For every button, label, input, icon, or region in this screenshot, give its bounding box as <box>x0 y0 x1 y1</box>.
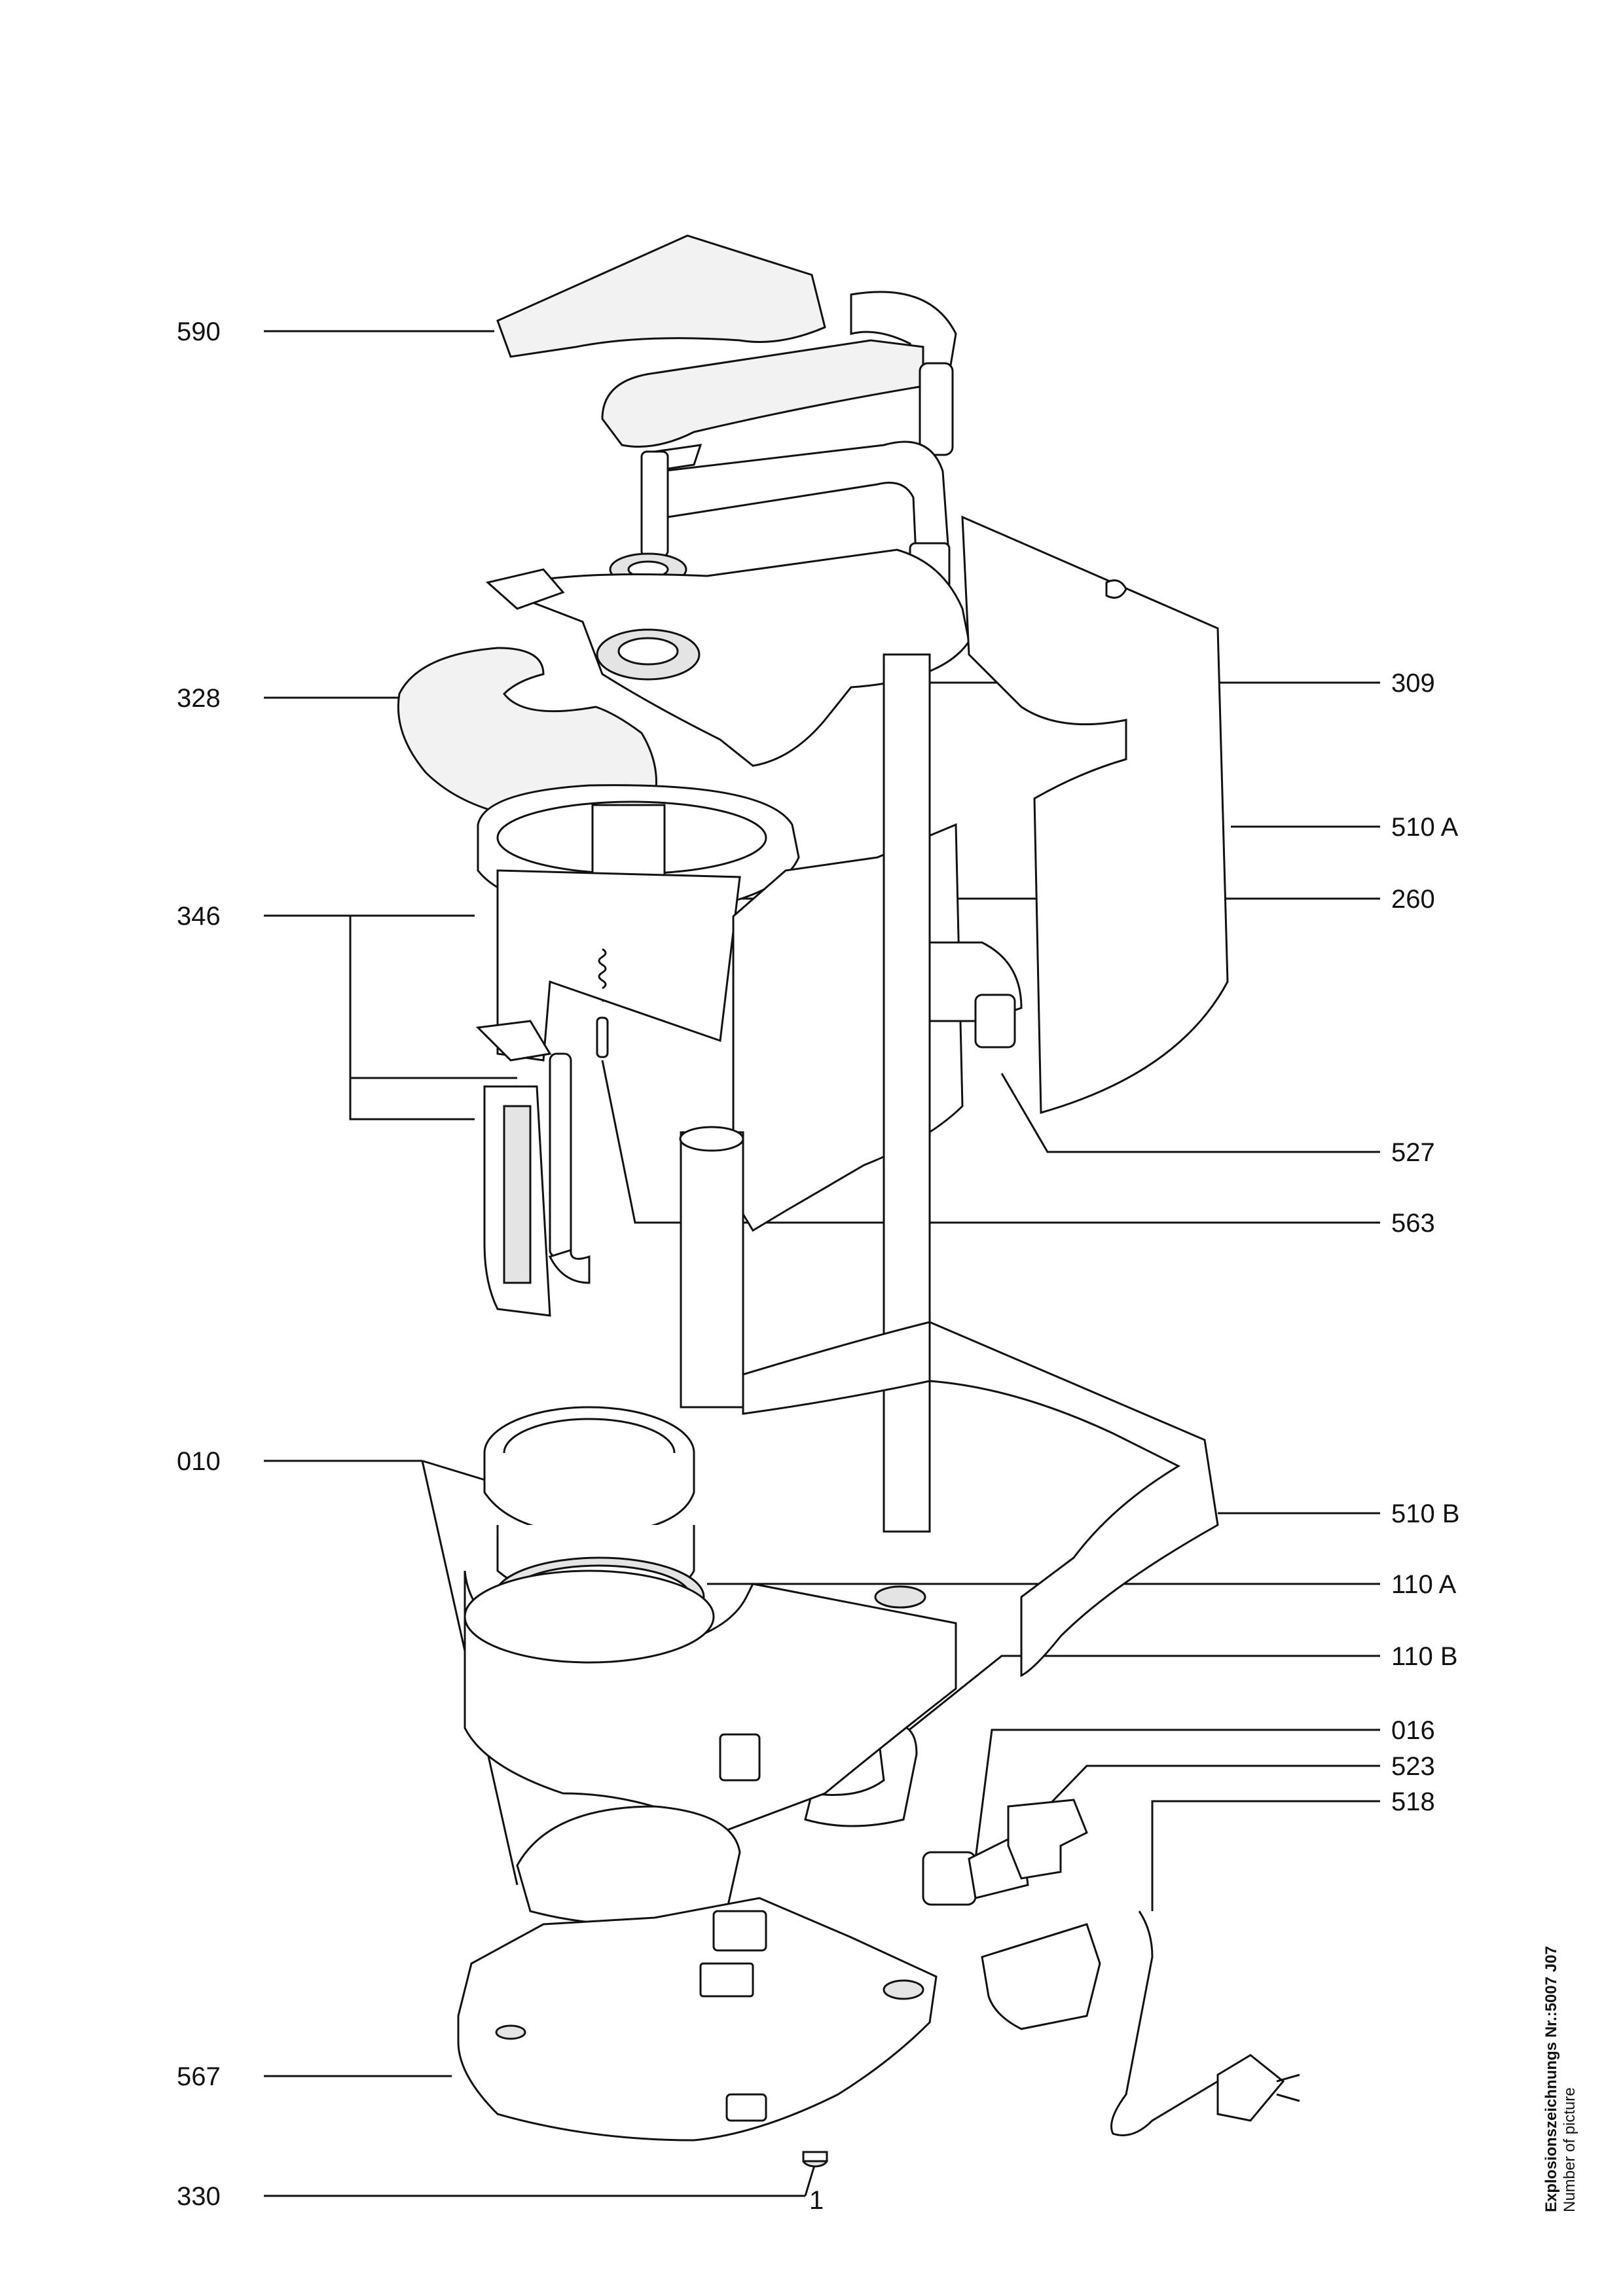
part-518-power-cord <box>981 1910 1300 2136</box>
callout-527: 527 <box>1391 1138 1435 1167</box>
part-527-clamp <box>928 941 1023 1049</box>
callout-346: 346 <box>177 902 221 931</box>
drawing-id-caption: Explosionszeichnungs Nr.:5007 J07 Number… <box>1542 1946 1579 2212</box>
callout-309: 309 <box>1391 669 1435 698</box>
callout-567: 567 <box>177 2062 221 2091</box>
callout-590: 590 <box>177 317 221 346</box>
callout-510a: 510 A <box>1391 813 1459 842</box>
part-523-terminal <box>1007 1799 1088 1880</box>
tube-loop <box>516 1805 741 1926</box>
part-567-base-plate <box>457 1897 938 2142</box>
callout-110a: 110 A <box>1391 1570 1457 1599</box>
callout-110b: 110 B <box>1391 1642 1458 1671</box>
part-base-body <box>464 1570 957 1834</box>
callout-260: 260 <box>1391 885 1435 914</box>
callout-330: 330 <box>177 2182 221 2211</box>
part-260-spring <box>598 948 607 990</box>
callout-510b: 510 B <box>1391 1499 1460 1528</box>
part-590-spout-cover <box>496 234 957 590</box>
part-563-valve-pin <box>596 1016 609 1058</box>
callout-563: 563 <box>1391 1209 1435 1238</box>
callout-518: 518 <box>1391 1787 1435 1816</box>
drawing-id-english: Number of picture <box>1561 2087 1578 2212</box>
callout-010: 010 <box>177 1447 221 1476</box>
part-330-foot <box>802 2151 828 2168</box>
callout-523: 523 <box>1391 1752 1435 1781</box>
drawing-id: Explosionszeichnungs Nr.:5007 J07 <box>1542 1946 1560 2212</box>
callout-016: 016 <box>1391 1716 1435 1745</box>
part-309-top-plate <box>485 548 970 767</box>
part-510a-housing-shell <box>961 515 1229 1114</box>
callout-328: 328 <box>177 684 221 713</box>
page-number: 1 <box>809 2186 824 2215</box>
part-510b-base-shroud <box>742 1320 1219 1677</box>
